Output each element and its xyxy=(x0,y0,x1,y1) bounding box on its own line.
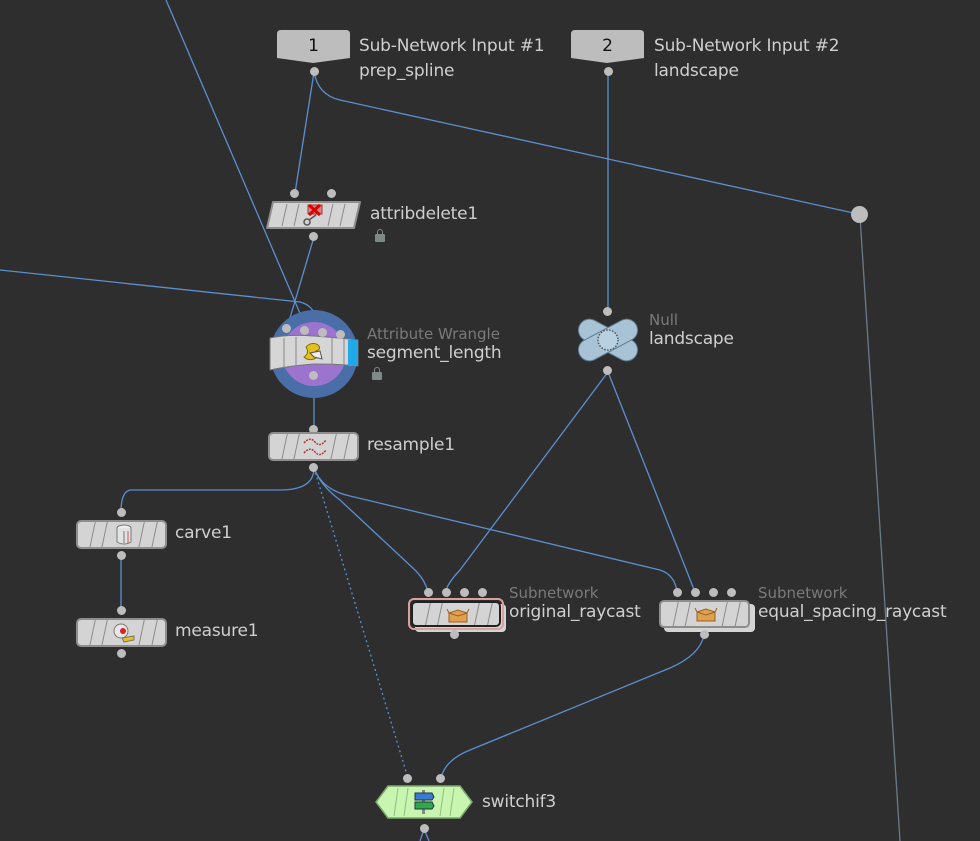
input-connector[interactable] xyxy=(709,588,718,597)
lock-icon[interactable] xyxy=(372,367,382,380)
node-type-label: Attribute Wrangle xyxy=(367,325,500,343)
wire-input1-to-attribdelete xyxy=(294,71,315,194)
input-node-shape xyxy=(277,30,350,63)
output-connector[interactable] xyxy=(420,824,429,833)
subnetwork-input-1-node[interactable]: 1 xyxy=(277,30,350,64)
measure-tape-icon xyxy=(113,623,135,643)
node-type-label: Null xyxy=(649,311,679,329)
wire-input1-to-dot xyxy=(313,71,859,215)
input-connector[interactable] xyxy=(117,606,126,615)
subnetwork-input-2-node[interactable]: 2 xyxy=(571,30,644,64)
node-name-label[interactable]: landscape xyxy=(654,61,739,81)
node-name-label[interactable]: switchif3 xyxy=(482,792,556,812)
equal-spacing-raycast-node[interactable] xyxy=(659,600,750,628)
lock-icon[interactable] xyxy=(375,229,385,242)
switchif3-node[interactable] xyxy=(374,784,474,820)
wire-dot-down xyxy=(859,215,901,841)
input-connector[interactable] xyxy=(327,189,336,198)
input-connector[interactable] xyxy=(442,588,451,597)
input-connector[interactable] xyxy=(673,588,682,597)
node-body xyxy=(266,201,361,229)
input-connector[interactable] xyxy=(603,307,612,316)
resample-icon xyxy=(303,438,327,456)
wire-resample-to-equal xyxy=(313,467,678,593)
output-connector[interactable] xyxy=(603,366,612,375)
input-connector[interactable] xyxy=(478,588,487,597)
node-name-label[interactable]: prep_spline xyxy=(359,61,455,81)
attribute-delete-icon xyxy=(303,204,323,226)
output-connector[interactable] xyxy=(310,67,319,76)
output-connector[interactable] xyxy=(604,67,613,76)
node-name-label[interactable]: equal_spacing_raycast xyxy=(758,602,947,622)
node-name-label[interactable]: measure1 xyxy=(175,621,259,641)
carve1-node[interactable] xyxy=(76,520,167,549)
node-name-label[interactable]: original_raycast xyxy=(509,602,641,622)
output-connector[interactable] xyxy=(309,371,318,380)
attribdelete1-node[interactable] xyxy=(265,201,362,229)
input-connector[interactable] xyxy=(424,588,433,597)
input-badge: 1 xyxy=(308,36,319,56)
original-raycast-node[interactable] xyxy=(408,598,504,630)
input-connector[interactable] xyxy=(117,508,126,517)
node-type-label: Sub-Network Input #1 xyxy=(359,36,545,56)
input-badge: 2 xyxy=(602,36,613,56)
output-connector[interactable] xyxy=(117,551,126,560)
wire-resample-to-original xyxy=(313,467,429,593)
input-connector[interactable] xyxy=(309,425,318,434)
input-connector[interactable] xyxy=(436,774,445,783)
input-connector[interactable] xyxy=(460,588,469,597)
node-name-label[interactable]: attribdelete1 xyxy=(370,204,479,224)
node-name-label[interactable]: landscape xyxy=(649,329,734,349)
node-type-label: Sub-Network Input #2 xyxy=(654,36,840,56)
node-name-label[interactable]: segment_length xyxy=(367,343,502,363)
input-connector[interactable] xyxy=(727,588,736,597)
input-connector[interactable] xyxy=(691,588,700,597)
null-landscape-node[interactable] xyxy=(574,317,642,364)
output-connector[interactable] xyxy=(309,463,318,472)
network-dot-node[interactable] xyxy=(851,206,868,223)
measure1-node[interactable] xyxy=(76,618,167,647)
wire-resample-to-carve xyxy=(120,467,315,513)
input-connector[interactable] xyxy=(300,326,309,335)
wire-offscreen-to-wrangle xyxy=(165,0,306,326)
input-connector[interactable] xyxy=(290,189,299,198)
input-connector[interactable] xyxy=(318,328,327,337)
node-type-label: Subnetwork xyxy=(758,584,848,602)
input-connector[interactable] xyxy=(403,774,412,783)
input-connector[interactable] xyxy=(282,324,291,333)
subnetwork-box-icon xyxy=(694,607,718,622)
node-name-label[interactable]: resample1 xyxy=(367,435,455,455)
subnetwork-box-icon xyxy=(446,608,470,623)
output-connector[interactable] xyxy=(309,232,318,241)
carve-icon xyxy=(116,524,132,545)
wire-attribdelete-to-wrangle xyxy=(286,236,315,329)
wire-null-to-equal xyxy=(607,371,696,593)
wire-null-to-original xyxy=(445,371,609,593)
wire-resample-to-switch-dotted xyxy=(313,467,409,779)
output-connector[interactable] xyxy=(700,630,709,639)
wrangle-icon xyxy=(303,342,323,361)
output-connector[interactable] xyxy=(450,630,459,639)
node-type-label: Subnetwork xyxy=(509,584,599,602)
node-name-label[interactable]: carve1 xyxy=(175,523,232,543)
input-connector[interactable] xyxy=(336,330,345,339)
resample1-node[interactable] xyxy=(268,432,359,461)
input-node-shape xyxy=(571,30,644,63)
output-connector[interactable] xyxy=(117,649,126,658)
null-icon xyxy=(577,318,639,362)
wire-equal-to-switch xyxy=(440,634,705,779)
switch-signpost-icon xyxy=(414,790,435,814)
segment-length-node[interactable] xyxy=(268,308,360,400)
